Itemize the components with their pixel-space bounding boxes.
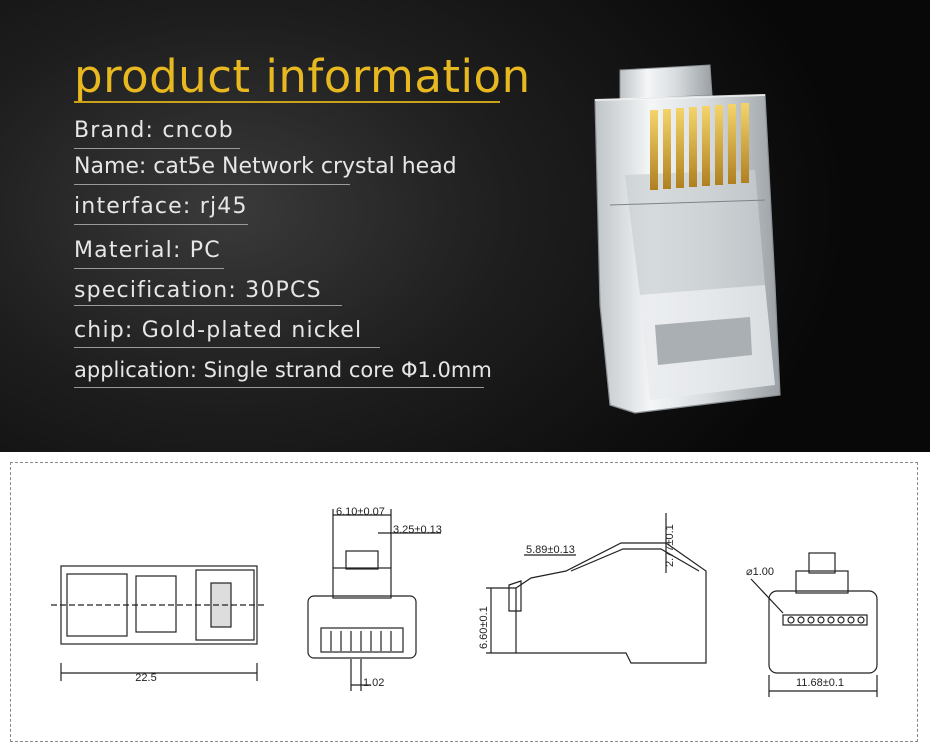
spec-underline bbox=[74, 305, 342, 306]
profile-view bbox=[486, 513, 707, 664]
spec-underline bbox=[74, 148, 240, 149]
rear-view bbox=[750, 552, 878, 697]
front-view bbox=[307, 509, 441, 691]
spec-interface: interface: rj45 bbox=[74, 194, 248, 219]
page-title: product information bbox=[74, 50, 531, 103]
product-info-banner: product information Brand: cncob Name: c… bbox=[0, 0, 930, 452]
technical-drawing: 22.5 6.10±0.07 3.25±0.13 1.02 5.89±0.13 … bbox=[51, 506, 878, 697]
dimension-drawing: 22.5 6.10±0.07 3.25±0.13 1.02 5.89±0.13 … bbox=[10, 462, 918, 742]
spec-underline bbox=[74, 224, 248, 225]
spec-application: application: Single strand core Φ1.0mm bbox=[74, 358, 492, 382]
spec-specification: specification: 30PCS bbox=[74, 278, 322, 303]
spec-underline bbox=[74, 268, 224, 269]
dim-profile-depth: 5.89±0.13 bbox=[526, 544, 575, 556]
spec-name: Name: cat5e Network crystal head bbox=[74, 154, 457, 179]
dim-rear-hole-dia: ⌀1.00 bbox=[746, 566, 774, 578]
dim-profile-height: 6.60±0.1 bbox=[478, 606, 490, 649]
spec-brand: Brand: cncob bbox=[74, 118, 234, 143]
gold-contacts bbox=[650, 103, 749, 190]
side-view bbox=[51, 565, 267, 681]
spec-chip: chip: Gold-plated nickel bbox=[74, 318, 363, 343]
dim-profile-tab-height: 2.77±0.1 bbox=[664, 524, 676, 567]
dim-rear-width: 11.68±0.1 bbox=[796, 677, 844, 689]
spec-underline bbox=[74, 387, 484, 388]
title-underline bbox=[74, 101, 500, 103]
dim-front-tab-width: 3.25±0.13 bbox=[393, 524, 442, 536]
rj45-connector-image bbox=[594, 64, 781, 414]
dim-front-top-width: 6.10±0.07 bbox=[336, 506, 385, 518]
spec-underline bbox=[74, 347, 380, 348]
spec-underline bbox=[74, 184, 350, 185]
dim-front-pin-pitch: 1.02 bbox=[363, 677, 384, 689]
dim-side-width: 22.5 bbox=[135, 672, 156, 684]
spec-material: Material: PC bbox=[74, 238, 221, 263]
